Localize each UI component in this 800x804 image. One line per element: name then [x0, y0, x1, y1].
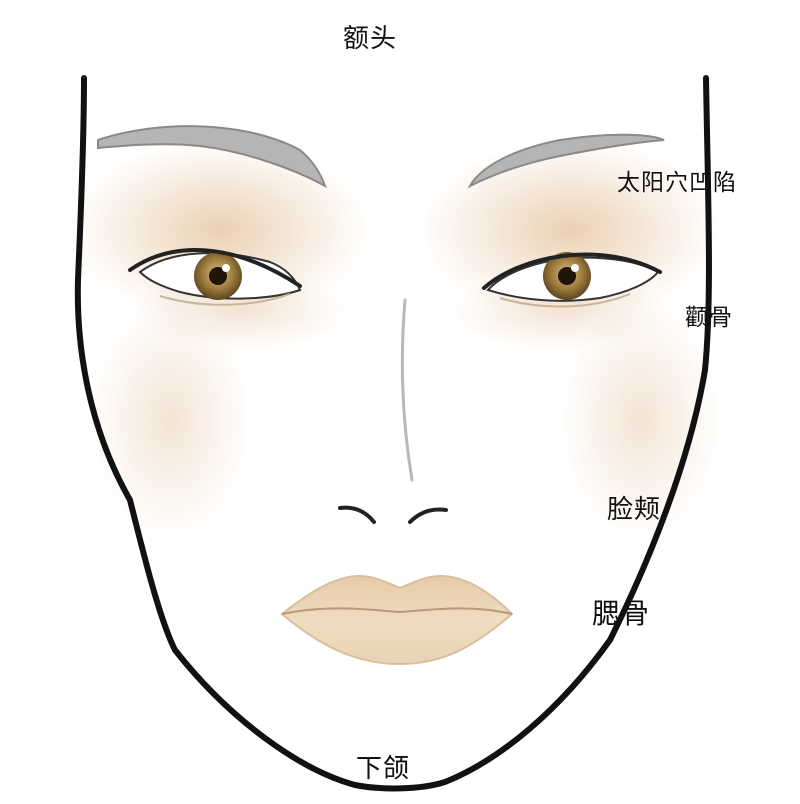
face-outline [74, 75, 712, 792]
left-eyebrow [97, 125, 327, 189]
lips [280, 574, 514, 666]
right-eye [482, 252, 662, 308]
label-cheek: 脸颊 [607, 495, 662, 525]
label-chin: 下颌 [356, 754, 411, 784]
label-jawbone: 腮骨 [592, 597, 651, 630]
right-eyebrow [467, 133, 665, 189]
skin-shading [70, 140, 720, 540]
label-cheekbone: 颧骨 [685, 305, 733, 331]
left-eye [128, 248, 302, 306]
nose [338, 298, 448, 524]
eyebrows [97, 125, 665, 189]
label-temple: 太阳穴凹陷 [617, 170, 737, 196]
label-forehead: 额头 [343, 24, 398, 54]
